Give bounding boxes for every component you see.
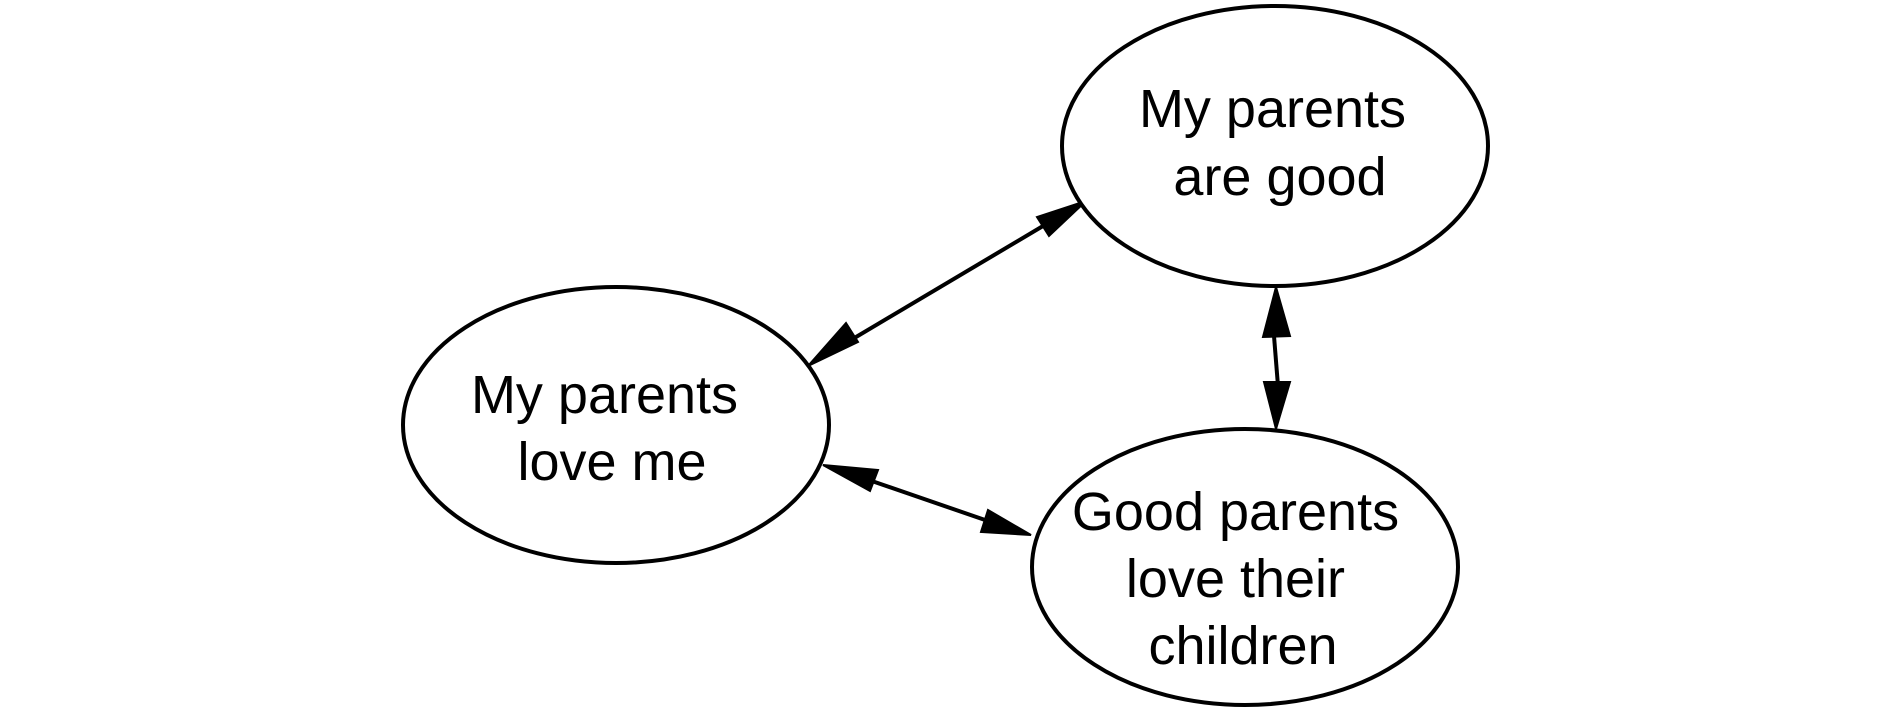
node-label-line: My parents bbox=[471, 365, 738, 425]
node-label: My parents are good bbox=[1139, 79, 1421, 207]
arrow-head bbox=[1035, 200, 1087, 238]
node-label-line: Good parents bbox=[1072, 482, 1399, 542]
node-label-line: children bbox=[1148, 616, 1337, 676]
node-label-line: are good bbox=[1173, 147, 1386, 207]
edge-love-me-good-parents bbox=[822, 464, 1032, 536]
node-label-line: love me bbox=[517, 432, 706, 492]
node-my-parents-are-good: My parents are good bbox=[1060, 4, 1490, 288]
edge-line bbox=[1272, 335, 1280, 387]
node-ellipse bbox=[1060, 4, 1490, 288]
node-good-parents-love-their-children: Good parents love their children bbox=[1030, 427, 1460, 707]
edge-line bbox=[849, 224, 1045, 342]
node-label-line: My parents bbox=[1139, 79, 1406, 139]
arrow-head bbox=[1262, 381, 1292, 433]
arrow-head bbox=[1261, 283, 1292, 339]
edge-good-good-parents bbox=[1261, 283, 1292, 433]
arrow-head bbox=[822, 464, 880, 493]
arrow-head bbox=[979, 508, 1032, 536]
node-my-parents-love-me: My parents love me bbox=[401, 285, 831, 565]
node-label: My parents love me bbox=[471, 365, 753, 492]
edge-love-me-good bbox=[807, 200, 1087, 367]
node-ellipse bbox=[401, 285, 831, 565]
edge-line bbox=[865, 477, 989, 523]
node-label: Good parents love their children bbox=[1072, 482, 1414, 676]
node-ellipse bbox=[1030, 427, 1460, 707]
arrow-head bbox=[807, 321, 860, 367]
node-label-line: love their bbox=[1126, 549, 1345, 609]
